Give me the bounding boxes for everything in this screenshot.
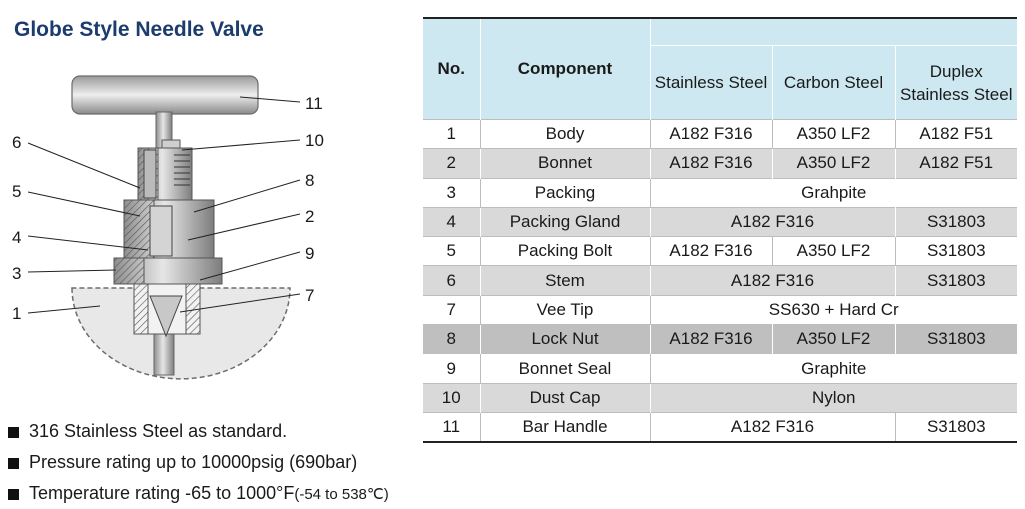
callout-4: 4 bbox=[12, 228, 22, 247]
row-component: Bar Handle bbox=[480, 411, 651, 443]
note-text: 316 Stainless Steel as standard. bbox=[29, 421, 288, 441]
row-number: 6 bbox=[423, 265, 481, 296]
cell-duplex-stainless-steel: A182 F51 bbox=[895, 148, 1017, 179]
note-standard-material: 316 Stainless Steel as standard. bbox=[8, 416, 389, 447]
note-temperature-rating: Temperature rating -65 to 1000°F (-54 to… bbox=[8, 478, 389, 509]
bullet-square-icon bbox=[8, 457, 19, 469]
cell-duplex-stainless-steel: S31803 bbox=[895, 206, 1017, 237]
cell-all-materials: SS630 + Hard Cr bbox=[650, 294, 1017, 325]
cell-carbon-steel: A350 LF2 bbox=[772, 236, 896, 266]
cell-stainless-steel: A182 F316 bbox=[650, 148, 773, 179]
cell-carbon-steel: A350 LF2 bbox=[772, 324, 896, 354]
callout-2: 2 bbox=[305, 207, 315, 226]
row-number: 4 bbox=[423, 206, 481, 237]
cell-duplex-stainless-steel: S31803 bbox=[895, 265, 1017, 296]
valve-cross-section-drawing bbox=[27, 75, 301, 380]
row-component: Stem bbox=[480, 265, 651, 296]
cell-stainless-carbon: A182 F316 bbox=[650, 265, 896, 296]
table-header-row: No. Component bbox=[423, 18, 1017, 120]
row-number: 8 bbox=[423, 324, 481, 354]
row-component: Lock Nut bbox=[480, 324, 651, 354]
cell-carbon-steel: A350 LF2 bbox=[772, 118, 896, 149]
note-text-celsius: (-54 to 538℃) bbox=[294, 485, 389, 503]
header-carbon-steel: Carbon Steel bbox=[772, 45, 896, 120]
row-component: Vee Tip bbox=[480, 294, 651, 325]
header-stainless-steel: Stainless Steel bbox=[650, 45, 773, 120]
row-component: Packing Gland bbox=[480, 206, 651, 237]
row-component: Dust Cap bbox=[480, 382, 651, 413]
row-component: Packing bbox=[480, 177, 651, 208]
header-component: Component bbox=[480, 18, 651, 120]
row-number: 3 bbox=[423, 177, 481, 208]
callout-3: 3 bbox=[12, 264, 22, 283]
note-pressure-rating: Pressure rating up to 10000psig (690bar) bbox=[8, 447, 389, 478]
cell-all-materials: Graphite bbox=[650, 353, 1017, 384]
header-material-group bbox=[650, 18, 1017, 46]
row-component: Bonnet Seal bbox=[480, 353, 651, 384]
row-number: 1 bbox=[423, 118, 481, 149]
callout-7: 7 bbox=[305, 286, 315, 305]
bar-handle bbox=[71, 75, 259, 115]
note-text: Temperature rating -65 to 1000°F bbox=[29, 483, 295, 503]
row-number: 5 bbox=[423, 236, 481, 266]
row-number: 7 bbox=[423, 294, 481, 325]
spec-notes: 316 Stainless Steel as standard. Pressur… bbox=[8, 416, 389, 509]
row-number: 11 bbox=[423, 411, 481, 443]
cell-carbon-steel: A350 LF2 bbox=[772, 148, 896, 179]
cell-all-materials: Nylon bbox=[650, 382, 1017, 413]
row-component: Body bbox=[480, 118, 651, 149]
header-duplex-stainless-steel: Duplex Stainless Steel bbox=[900, 61, 1013, 104]
note-text: Pressure rating up to 10000psig (690bar) bbox=[29, 452, 358, 472]
cell-duplex-stainless-steel: S31803 bbox=[895, 236, 1017, 266]
materials-table: No. Component Stainless Steel Carbon Ste… bbox=[423, 17, 1017, 443]
row-number: 2 bbox=[423, 148, 481, 179]
bullet-square-icon bbox=[8, 426, 19, 438]
header-no: No. bbox=[423, 18, 481, 120]
cell-all-materials: Grahpite bbox=[650, 177, 1017, 208]
cell-stainless-steel: A182 F316 bbox=[650, 118, 773, 149]
callout-11: 11 bbox=[305, 94, 323, 113]
callout-10: 10 bbox=[305, 131, 324, 150]
cell-duplex-stainless-steel: S31803 bbox=[895, 324, 1017, 354]
cell-stainless-steel: A182 F316 bbox=[650, 236, 773, 266]
cell-stainless-carbon: A182 F316 bbox=[650, 411, 896, 443]
callout-8: 8 bbox=[305, 171, 315, 190]
row-number: 9 bbox=[423, 353, 481, 384]
row-component: Packing Bolt bbox=[480, 236, 651, 266]
row-number: 10 bbox=[423, 382, 481, 413]
callout-6: 6 bbox=[12, 133, 22, 152]
callout-1: 1 bbox=[12, 304, 22, 323]
callout-9: 9 bbox=[305, 244, 315, 263]
callout-5: 5 bbox=[12, 182, 22, 201]
cell-stainless-steel: A182 F316 bbox=[650, 324, 773, 354]
cell-stainless-carbon: A182 F316 bbox=[650, 206, 896, 237]
cell-duplex-stainless-steel: A182 F51 bbox=[895, 118, 1017, 149]
cell-duplex-stainless-steel: S31803 bbox=[895, 411, 1017, 443]
bullet-square-icon bbox=[8, 488, 19, 500]
page-title: Globe Style Needle Valve bbox=[14, 18, 264, 41]
row-component: Bonnet bbox=[480, 148, 651, 179]
